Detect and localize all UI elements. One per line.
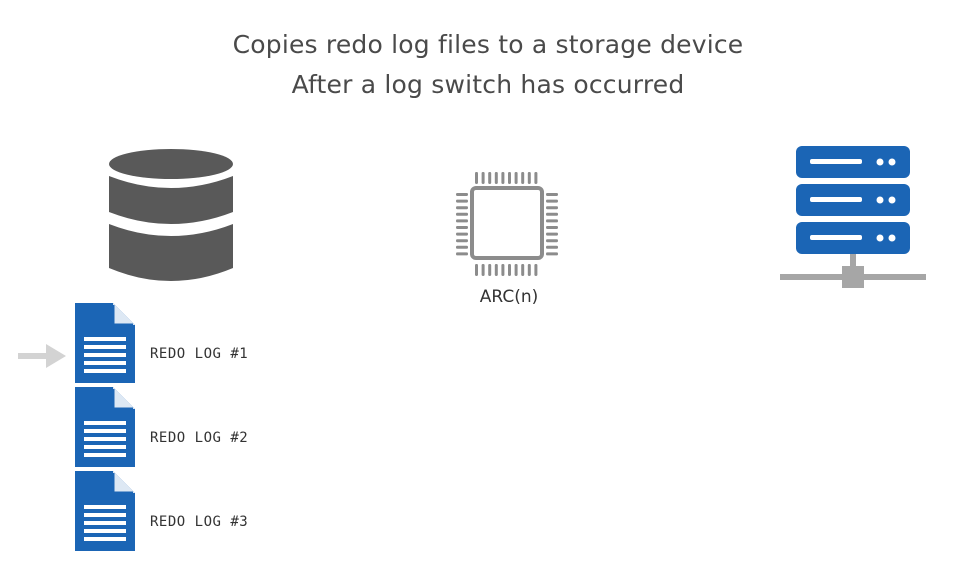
diagram-title-line-2: After a log switch has occurred: [291, 70, 685, 99]
arc-process-label: ARC(n): [479, 287, 539, 307]
redo-log-3-document-icon: [75, 471, 135, 551]
redo-log-2-document-icon: [75, 387, 135, 467]
redo-log-2-label: REDO LOG #2: [150, 430, 249, 446]
arrow-right-icon: [18, 344, 66, 368]
diagram-title-line-1: Copies redo log files to a storage devic…: [232, 30, 744, 59]
redo-log-1-document-icon: [75, 303, 135, 383]
cpu-chip-icon: [456, 172, 558, 276]
database-icon: [109, 149, 233, 281]
redo-log-1-label: REDO LOG #1: [150, 346, 249, 362]
server-storage-icon: [780, 146, 926, 288]
redo-log-3-label: REDO LOG #3: [150, 514, 249, 530]
